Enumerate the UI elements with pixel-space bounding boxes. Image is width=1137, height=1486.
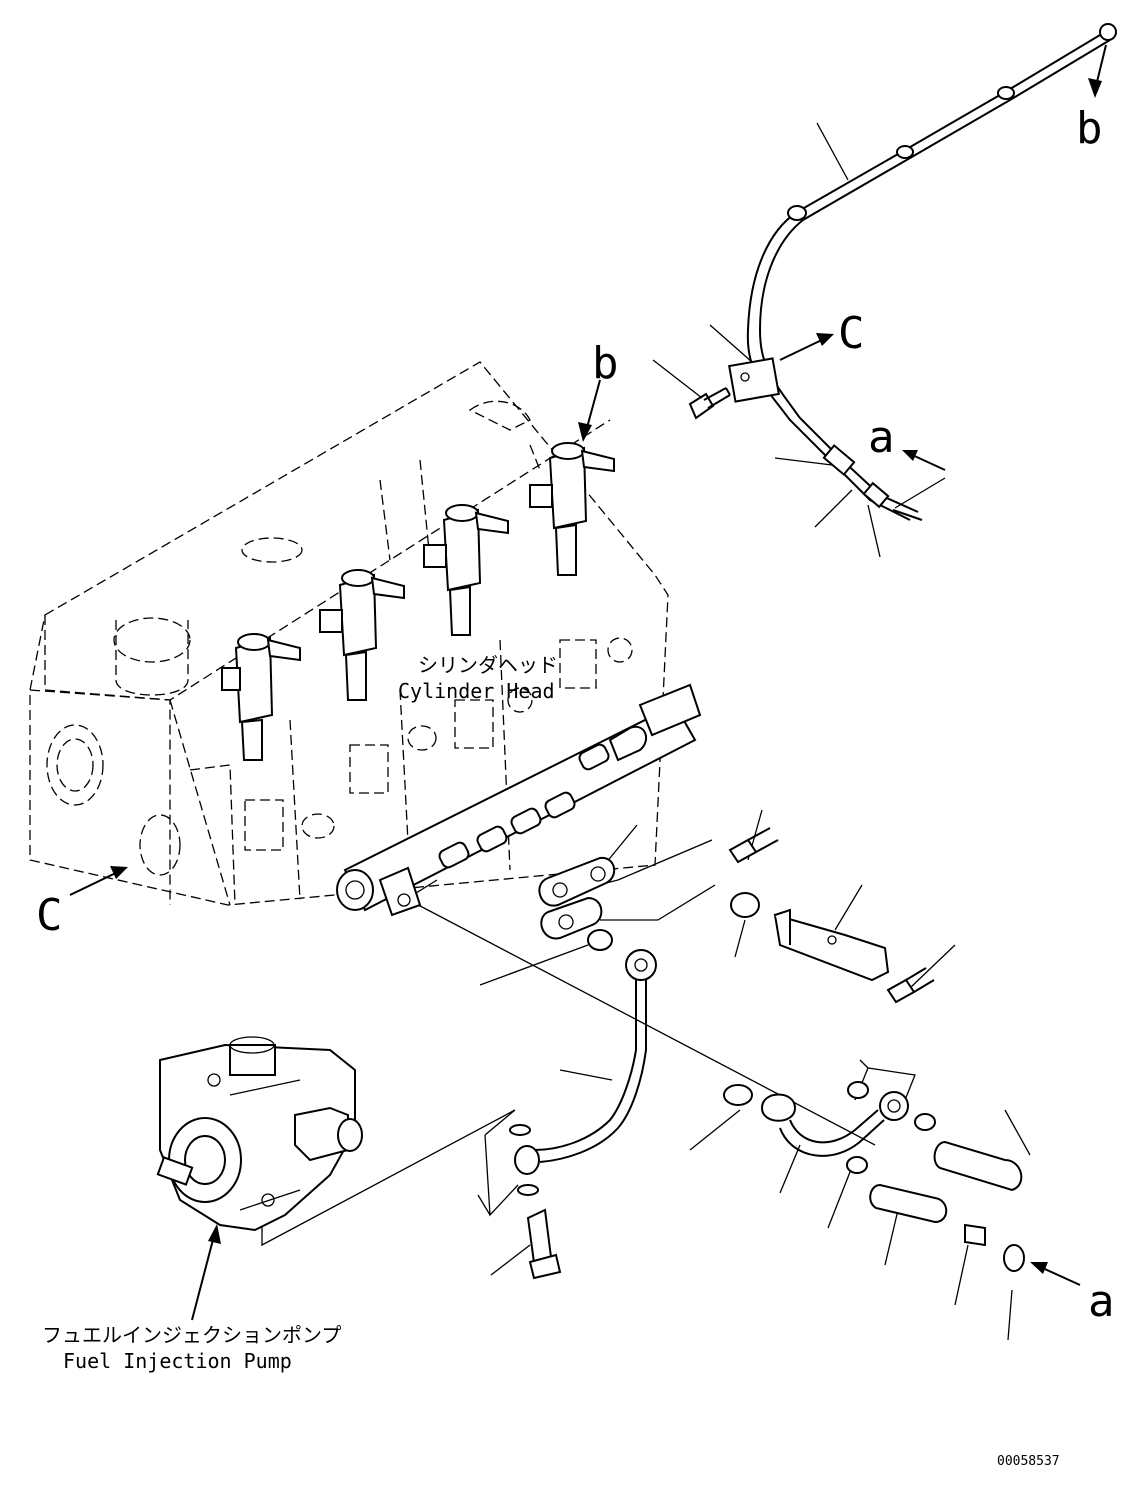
cylinder-head bbox=[29, 361, 669, 906]
label-b-head: b bbox=[592, 338, 619, 389]
cylinder-head-label-en: Cylinder Head bbox=[398, 679, 555, 703]
pump-label-jp: フュエルインジェクションポンプ bbox=[42, 1323, 341, 1347]
high-pressure-pipes bbox=[509, 949, 936, 1196]
label-c-top: C bbox=[838, 308, 865, 359]
cylinder-head-label-jp: シリンダヘッド bbox=[418, 653, 558, 677]
label-b-top: b bbox=[1076, 103, 1103, 154]
common-rail bbox=[336, 683, 702, 917]
label-c-head: C bbox=[36, 890, 63, 941]
fuel-injection-pump bbox=[156, 1036, 363, 1232]
banjo-bolts bbox=[526, 1140, 1025, 1280]
leak-off-pipe bbox=[728, 23, 1117, 521]
clamp-parts bbox=[538, 827, 935, 1004]
label-a-bottom: a bbox=[1088, 1276, 1115, 1327]
injectors bbox=[221, 442, 615, 761]
clip-bolt bbox=[688, 387, 731, 420]
label-a-top: a bbox=[868, 412, 895, 463]
arrows bbox=[69, 44, 1107, 1321]
drawing-number: 00058537 bbox=[997, 1454, 1060, 1469]
pump-label-en: Fuel Injection Pump bbox=[63, 1349, 292, 1373]
